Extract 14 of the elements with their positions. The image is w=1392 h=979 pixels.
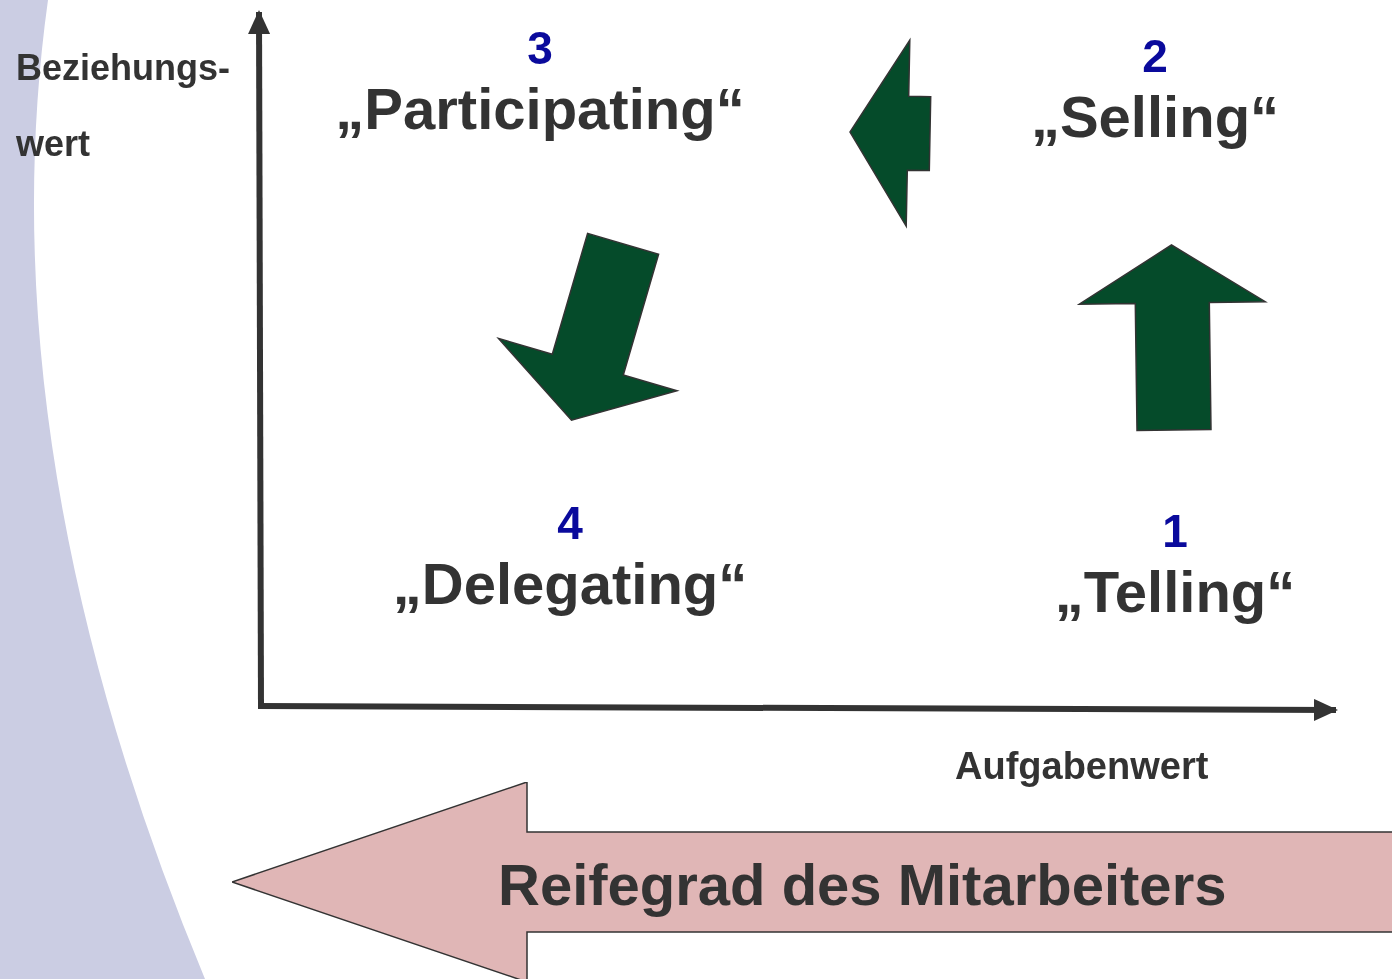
block-arrow xyxy=(496,232,680,422)
block-arrow xyxy=(849,37,932,229)
step-number: 4 xyxy=(557,497,583,549)
axis-label: Beziehungs- wert xyxy=(16,46,231,166)
style-label: „Telling“ xyxy=(1054,558,1296,626)
style-label: „Selling“ xyxy=(1030,83,1280,151)
step-number: 2 xyxy=(1142,30,1168,82)
style-label: „Delegating“ xyxy=(392,550,748,618)
step-number: 3 xyxy=(527,22,553,74)
block-arrow xyxy=(1076,244,1268,432)
style-label: „Participating“ xyxy=(335,75,745,143)
step-number: 1 xyxy=(1162,505,1188,557)
axis-label: Aufgabenwert xyxy=(955,744,1209,789)
arrow-label: Reifegrad des Mitarbeiters xyxy=(498,852,1227,918)
